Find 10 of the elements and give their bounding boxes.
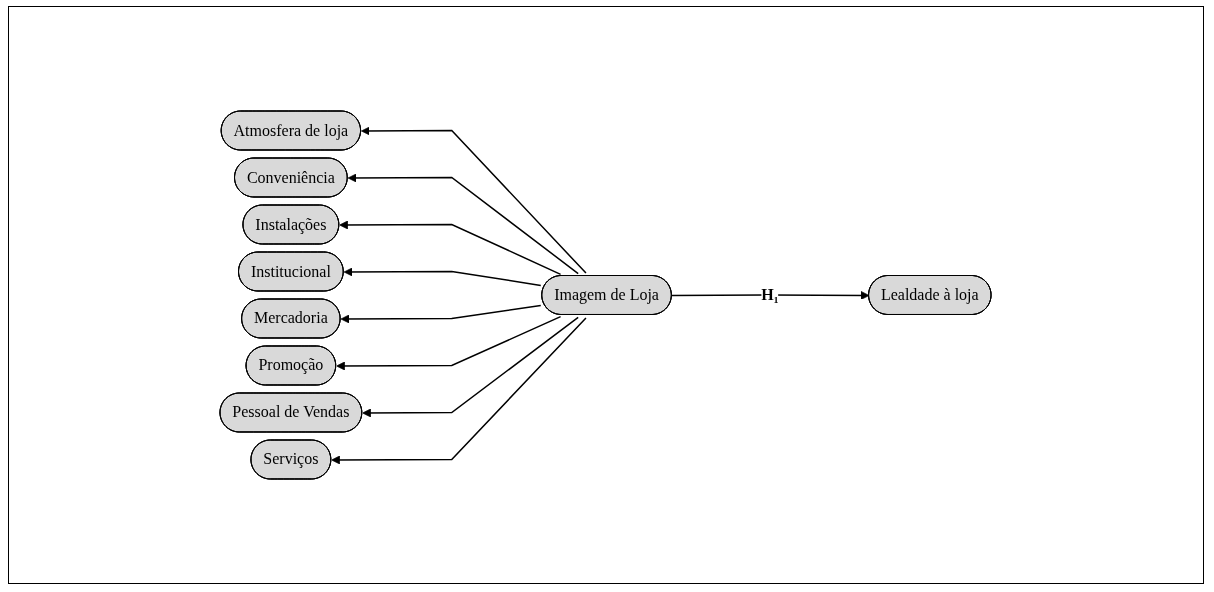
arrow [671, 291, 870, 300]
arrow [339, 220, 562, 276]
arrow [341, 304, 542, 324]
arrow [344, 267, 542, 287]
arrow [348, 173, 580, 275]
arrow [362, 316, 580, 418]
arrow [361, 126, 588, 274]
arrow [331, 317, 588, 465]
edge-label: H₁ [761, 286, 780, 303]
arrow [336, 315, 562, 371]
